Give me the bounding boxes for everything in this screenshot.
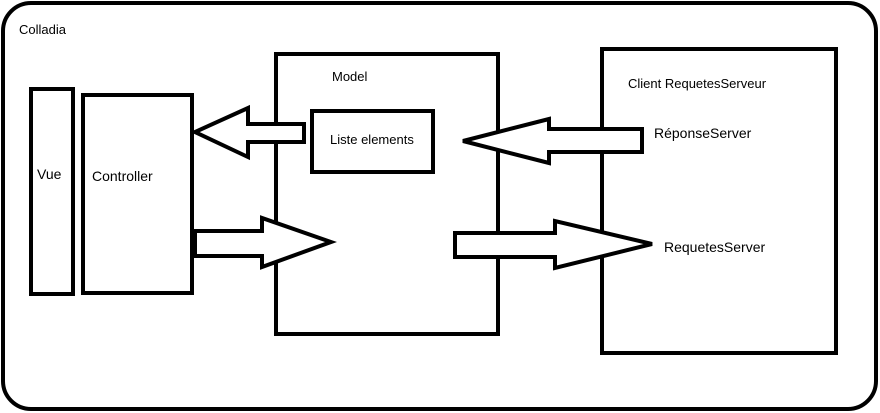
model-box (274, 52, 500, 336)
arrow-client-to-liste-elements (462, 116, 644, 166)
requetes-server-label: RequetesServer (664, 239, 766, 255)
reponse-server-label: RéponseServer (654, 125, 752, 141)
liste-elements-box (310, 109, 435, 174)
controller-box (81, 93, 194, 295)
controller-label: Controller (92, 168, 153, 184)
arrow-model-to-client (453, 218, 653, 271)
client-box (600, 47, 838, 355)
liste-elements-label: Liste elements (330, 132, 414, 147)
frame-label: Colladia (19, 22, 67, 37)
model-label: Model (332, 69, 368, 84)
client-label: Client RequetesServeur (628, 76, 767, 91)
arrow-controller-to-model (193, 215, 337, 270)
vue-label: Vue (37, 166, 62, 182)
arrow-model-to-controller (190, 104, 306, 161)
vue-box (29, 87, 75, 296)
